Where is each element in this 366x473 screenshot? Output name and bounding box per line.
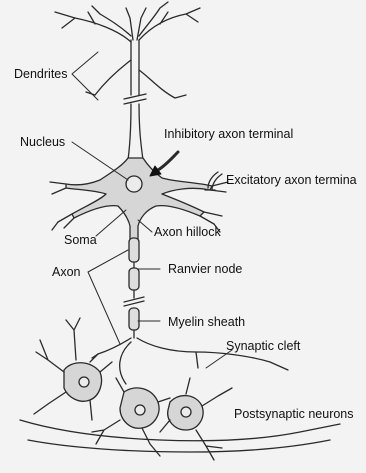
label-soma: Soma — [64, 233, 97, 247]
label-axon-hillock: Axon hillock — [154, 225, 221, 239]
label-excitatory-axon-terminal: Excitatory axon termina — [226, 173, 357, 187]
dendrite-shaft — [128, 104, 143, 160]
label-axon: Axon — [52, 265, 81, 279]
label-dendrites: Dendrites — [14, 67, 68, 81]
label-myelin-sheath: Myelin sheath — [168, 315, 245, 329]
dendrite-break-mark — [124, 94, 146, 104]
label-inhibitory-axon-terminal: Inhibitory axon terminal — [164, 127, 293, 141]
label-nucleus: Nucleus — [20, 135, 65, 149]
myelin-sheath-segments — [129, 238, 139, 330]
excitatory-terminal-shape — [205, 172, 222, 190]
nucleus-shape — [126, 176, 142, 192]
inhibitory-terminal-shape — [158, 152, 178, 170]
label-ranvier-node: Ranvier node — [168, 262, 242, 276]
upper-dendrites — [55, 2, 200, 98]
label-synaptic-cleft: Synaptic cleft — [226, 339, 301, 353]
label-postsynaptic-neurons: Postsynaptic neurons — [234, 407, 354, 421]
